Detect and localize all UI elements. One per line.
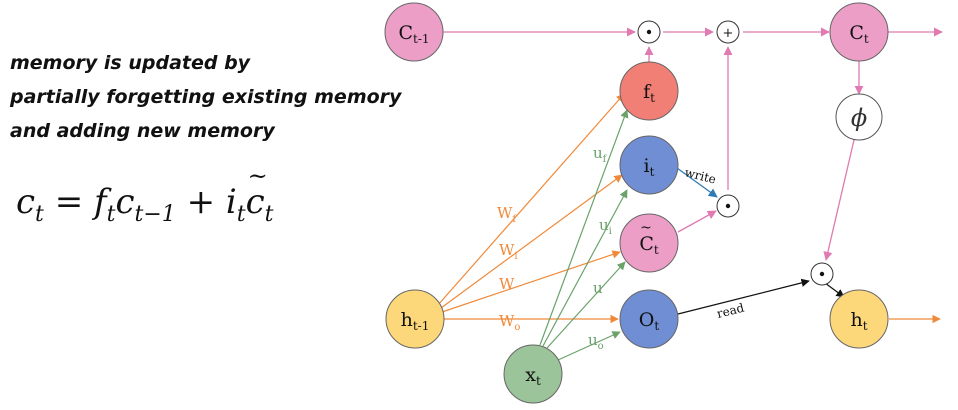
node-c-prev: Ct-1 xyxy=(384,2,444,62)
node-x-t: xt xyxy=(503,344,563,404)
add-op: + xyxy=(716,20,740,44)
svg-text:ht: ht xyxy=(850,309,867,333)
svg-text:Ct-1: Ct-1 xyxy=(398,22,429,46)
node-candidate-memory: Ct ~ xyxy=(619,213,679,273)
annotation-line-1: memory is updated by xyxy=(10,52,251,74)
annotation-line-2: partially forgetting existing memory xyxy=(10,86,402,108)
node-forget-gate: ft xyxy=(619,61,679,121)
phi-node: ϕ xyxy=(835,93,883,141)
edge-x-to-ot xyxy=(557,331,621,361)
w-edges xyxy=(437,93,941,324)
input-multiply-op xyxy=(716,194,740,218)
edge-write xyxy=(676,167,718,198)
edge-x-to-it xyxy=(542,189,628,347)
node-h-prev: ht-1 xyxy=(385,289,445,349)
label-write: write xyxy=(683,165,717,186)
annotation-text: memory is updated by partially forgettin… xyxy=(10,46,430,148)
node-c-t: Ct xyxy=(829,2,889,62)
edge-phi-to-output-mult xyxy=(823,139,855,261)
u-labels: uf ui u uo xyxy=(588,144,612,352)
edge-h-to-ft xyxy=(437,93,625,306)
svg-text:~: ~ xyxy=(640,220,652,236)
edge-h-to-it xyxy=(440,174,623,309)
edge-h-to-ctilde xyxy=(441,250,621,313)
svg-text:ϕ: ϕ xyxy=(851,104,867,132)
forget-multiply-op xyxy=(637,20,661,44)
edge-output-mult-to-ht xyxy=(824,282,845,298)
label-w: W xyxy=(499,275,515,293)
output-multiply-op xyxy=(810,262,834,286)
edge-x-to-ctilde xyxy=(546,261,626,349)
label-uf: uf xyxy=(593,144,608,165)
svg-text:Ct: Ct xyxy=(639,233,659,257)
svg-text:Ot: Ot xyxy=(639,309,660,333)
label-u: u xyxy=(593,279,603,297)
edge-read xyxy=(677,278,810,315)
label-ui: ui xyxy=(599,216,612,237)
svg-text:+: + xyxy=(723,26,734,41)
memory-update-equation: ct = ftct−1 + itct xyxy=(16,162,273,227)
cell-state-edges xyxy=(443,27,943,261)
label-wf: Wf xyxy=(497,204,517,225)
node-input-gate: it xyxy=(619,135,679,195)
svg-text:Ct: Ct xyxy=(849,22,869,46)
svg-text:xt: xt xyxy=(525,364,541,388)
label-wi: Wi xyxy=(499,241,518,262)
edge-x-to-ft xyxy=(539,109,629,346)
svg-text:ht-1: ht-1 xyxy=(401,309,430,333)
u-edges xyxy=(539,109,629,361)
svg-text:it: it xyxy=(644,155,655,179)
edge-ctilde-to-input-mult xyxy=(677,210,717,233)
label-read: read xyxy=(715,301,746,321)
node-h-t: ht xyxy=(829,289,889,349)
node-output-gate: Ot xyxy=(619,289,679,349)
annotation-line-3: and adding new memory xyxy=(10,120,275,142)
svg-text:ft: ft xyxy=(643,81,655,105)
w-labels: Wf Wi W Wo xyxy=(497,204,520,333)
label-wo: Wo xyxy=(499,312,520,333)
label-uo: uo xyxy=(588,331,604,352)
